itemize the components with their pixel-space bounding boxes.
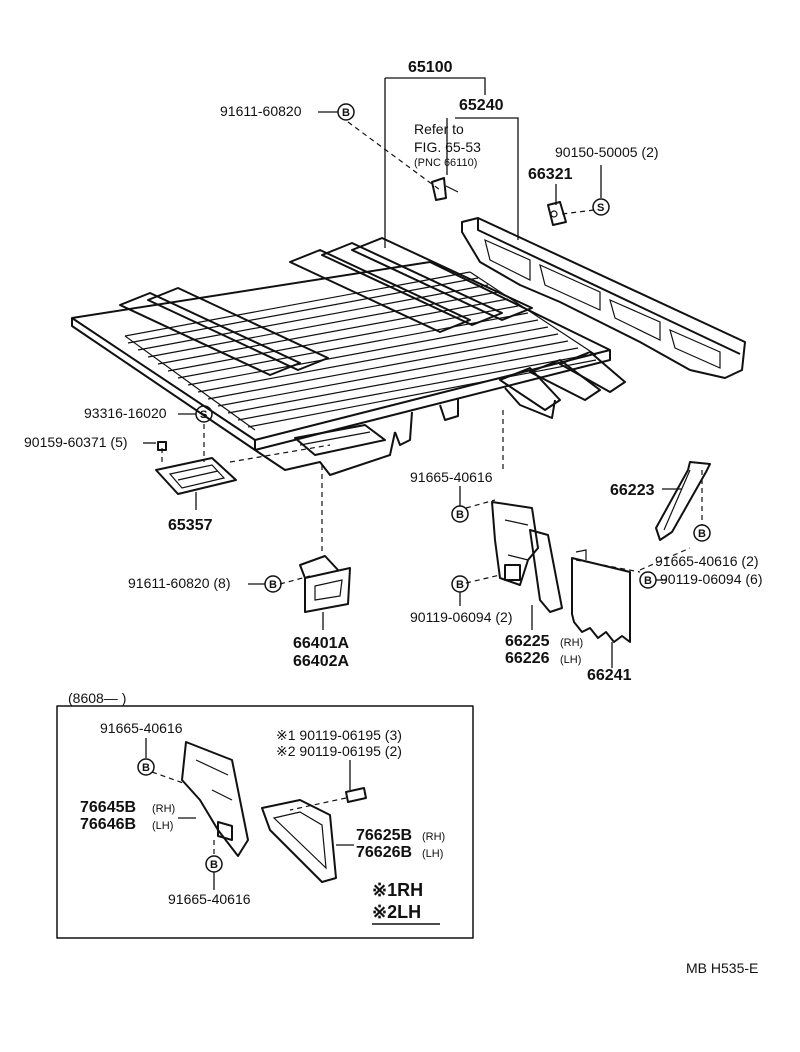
inset-bolt-symbol-bottom: B bbox=[205, 855, 223, 873]
label-90150-50005: 90150-50005 (2) bbox=[555, 144, 659, 160]
pnc-reference: (PNC 66110) bbox=[414, 157, 477, 169]
label-66401A: 66401A bbox=[293, 635, 349, 652]
svg-text:B: B bbox=[142, 762, 150, 774]
label-91665-40616-2: 91665-40616 (2) bbox=[655, 553, 759, 569]
label-65100: 65100 bbox=[408, 59, 453, 76]
label-66225: 66225 bbox=[505, 633, 550, 650]
svg-text:B: B bbox=[456, 579, 464, 591]
inset-panel: (8608— ) 91665-40616 B ※1 90119-06195 (3… bbox=[56, 690, 474, 939]
screw-symbol-rear: S bbox=[592, 198, 610, 216]
label-66226: 66226 bbox=[505, 650, 550, 667]
main-labels: 65100 65240 Refer to FIG. 65-53 (PNC 661… bbox=[24, 59, 762, 684]
bolt-symbol-90119-6: B bbox=[639, 571, 657, 589]
inset-label-91665-top: 91665-40616 bbox=[100, 720, 183, 736]
mudguard-66241 bbox=[571, 549, 631, 643]
label-90159-60371: 90159-60371 (5) bbox=[24, 434, 128, 450]
label-66225-rh: (RH) bbox=[560, 637, 583, 649]
inset-label-76645B-rh: (RH) bbox=[152, 803, 175, 815]
inset-label-76625B-rh: (RH) bbox=[422, 831, 445, 843]
inset-label-76626B: 76626B bbox=[356, 844, 412, 861]
inset-guard-76625B bbox=[261, 799, 337, 883]
inset-date-range: (8608— ) bbox=[68, 690, 126, 706]
svg-text:B: B bbox=[456, 509, 464, 521]
inset-legend-rh: ※1RH bbox=[372, 880, 423, 900]
inset-label-91665-bottom: 91665-40616 bbox=[168, 891, 251, 907]
bolt-symbol-top: B bbox=[337, 103, 355, 121]
inset-note-1: ※1 90119-06195 (3) bbox=[276, 727, 402, 743]
figure-code: MB H535-E bbox=[686, 960, 758, 976]
inset-label-76645B: 76645B bbox=[80, 799, 136, 816]
svg-text:B: B bbox=[269, 579, 277, 591]
label-66223: 66223 bbox=[610, 482, 655, 499]
fig-reference: FIG. 65-53 bbox=[414, 139, 481, 155]
inset-note-2: ※2 90119-06195 (2) bbox=[276, 743, 402, 759]
deck-ribs bbox=[124, 271, 597, 431]
svg-text:S: S bbox=[200, 409, 207, 421]
fastener-symbols: B S S B B B B B bbox=[195, 103, 711, 593]
inset-label-76646B: 76646B bbox=[80, 816, 136, 833]
inset-bracket-76645B bbox=[181, 741, 249, 857]
ref-bracket bbox=[431, 177, 459, 201]
label-91611-60820-8: 91611-60820 (8) bbox=[128, 575, 230, 591]
leader-lines bbox=[143, 77, 703, 668]
label-66402A: 66402A bbox=[293, 653, 349, 670]
stay-66223 bbox=[655, 461, 711, 541]
bolt-symbol-91665-2: B bbox=[693, 524, 711, 542]
label-65357: 65357 bbox=[168, 517, 213, 534]
rear-sill bbox=[461, 201, 746, 379]
bolt-symbol-91665-center: B bbox=[451, 505, 469, 523]
inset-label-76625B: 76625B bbox=[356, 827, 412, 844]
step-plate-65357 bbox=[155, 441, 237, 495]
label-66226-lh: (LH) bbox=[560, 654, 581, 666]
mudguard-bracket-66225 bbox=[491, 501, 563, 613]
bolt-symbol-90119-2: B bbox=[451, 575, 469, 593]
refer-to-text: Refer to bbox=[414, 121, 464, 137]
inset-bolt-symbol-top: B bbox=[137, 758, 155, 776]
cross-members bbox=[119, 237, 626, 419]
label-66321: 66321 bbox=[528, 166, 573, 183]
inset-label-76646B-lh: (LH) bbox=[152, 820, 173, 832]
label-90119-06094-2: 90119-06094 (2) bbox=[410, 609, 512, 625]
svg-text:B: B bbox=[644, 575, 652, 587]
label-91665-40616-center: 91665-40616 bbox=[410, 469, 493, 485]
svg-text:B: B bbox=[342, 107, 350, 119]
label-93316-16020: 93316-16020 bbox=[84, 405, 167, 421]
label-65240: 65240 bbox=[459, 97, 504, 114]
inset-label-76626B-lh: (LH) bbox=[422, 848, 443, 860]
label-91611-60820-top: 91611-60820 bbox=[220, 103, 302, 119]
label-90119-06094-6: 90119-06094 (6) bbox=[660, 571, 762, 587]
bolt-symbol-91611-8: B bbox=[264, 575, 282, 593]
hook-bracket-66401A bbox=[299, 555, 351, 613]
svg-text:B: B bbox=[210, 859, 218, 871]
svg-text:S: S bbox=[597, 202, 604, 214]
svg-text:B: B bbox=[698, 528, 706, 540]
screw-symbol-93316: S bbox=[195, 405, 213, 423]
label-66241: 66241 bbox=[587, 667, 632, 684]
inset-legend-lh: ※2LH bbox=[372, 902, 421, 922]
rear-floor-panel bbox=[71, 237, 626, 476]
